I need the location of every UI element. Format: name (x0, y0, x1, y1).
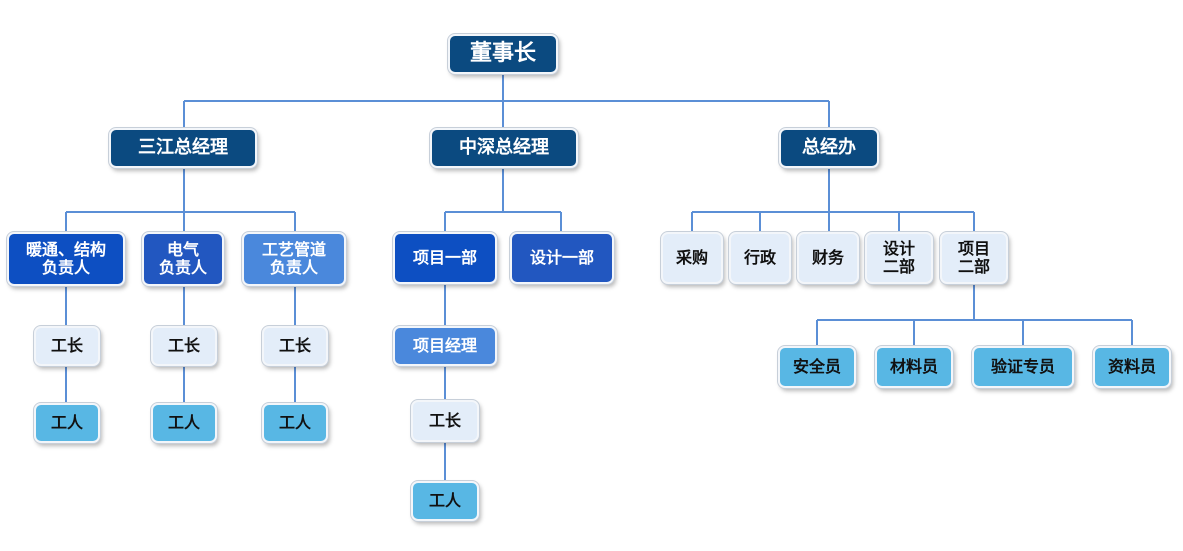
finance-node: 财务 (797, 232, 859, 284)
verification-officer-node: 验证专员 (972, 346, 1074, 388)
foreman-node: 工长 (411, 400, 479, 442)
safety-officer-node: 安全员 (778, 346, 856, 388)
documents-officer-node: 资料员 (1093, 346, 1171, 388)
electrical-lead-node: 电气 负责人 (142, 232, 224, 286)
worker-node: 工人 (411, 481, 479, 521)
foreman-node: 工长 (151, 326, 217, 366)
chairman-node: 董事长 (448, 34, 558, 74)
design-dept-2-node: 设计 二部 (865, 232, 933, 284)
worker-node: 工人 (34, 403, 100, 443)
materials-officer-node: 材料员 (875, 346, 953, 388)
zhongshen-general-manager-node: 中深总经理 (430, 128, 578, 168)
worker-node: 工人 (151, 403, 217, 443)
hvac-structure-lead-node: 暖通、结构 负责人 (7, 232, 125, 286)
process-piping-lead-node: 工艺管道 负责人 (242, 232, 346, 286)
general-office-node: 总经办 (779, 128, 879, 168)
foreman-node: 工长 (262, 326, 328, 366)
design-dept-1-node: 设计一部 (510, 232, 614, 284)
sanjiang-general-manager-node: 三江总经理 (109, 128, 257, 168)
project-dept-1-node: 项目一部 (393, 232, 497, 284)
project-dept-2-node: 项目 二部 (940, 232, 1008, 284)
procurement-node: 采购 (661, 232, 723, 284)
project-manager-node: 项目经理 (393, 326, 497, 366)
administration-node: 行政 (729, 232, 791, 284)
foreman-node: 工长 (34, 326, 100, 366)
worker-node: 工人 (262, 403, 328, 443)
